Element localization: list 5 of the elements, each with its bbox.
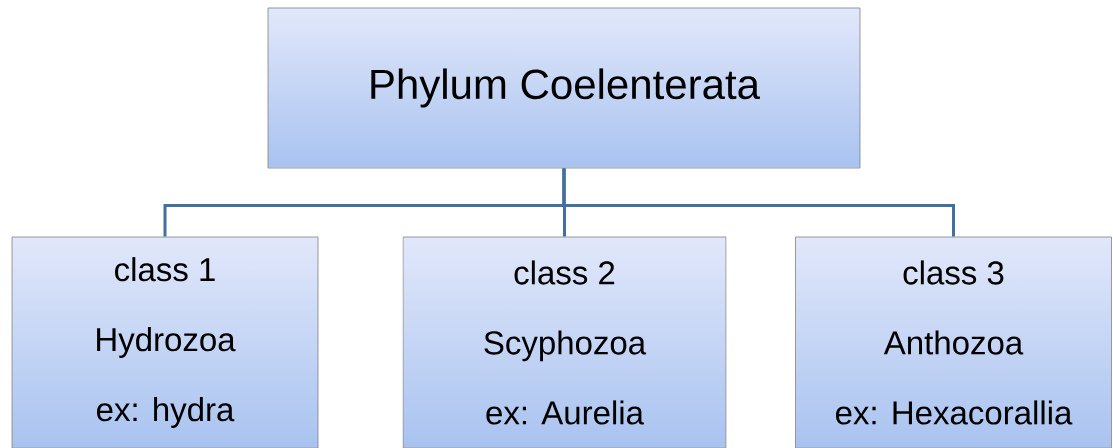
taxon-box: class 3 Anthozoa ex: Hexacorallia xyxy=(795,236,1112,448)
taxon-box: Phylum Coelenterata xyxy=(267,7,861,169)
connector-line xyxy=(562,168,955,237)
taxon-box: class 1 Hydrozoa ex: hydra xyxy=(11,236,319,448)
taxon-box: class 2 Scyphozoa ex: Aurelia xyxy=(402,236,727,448)
